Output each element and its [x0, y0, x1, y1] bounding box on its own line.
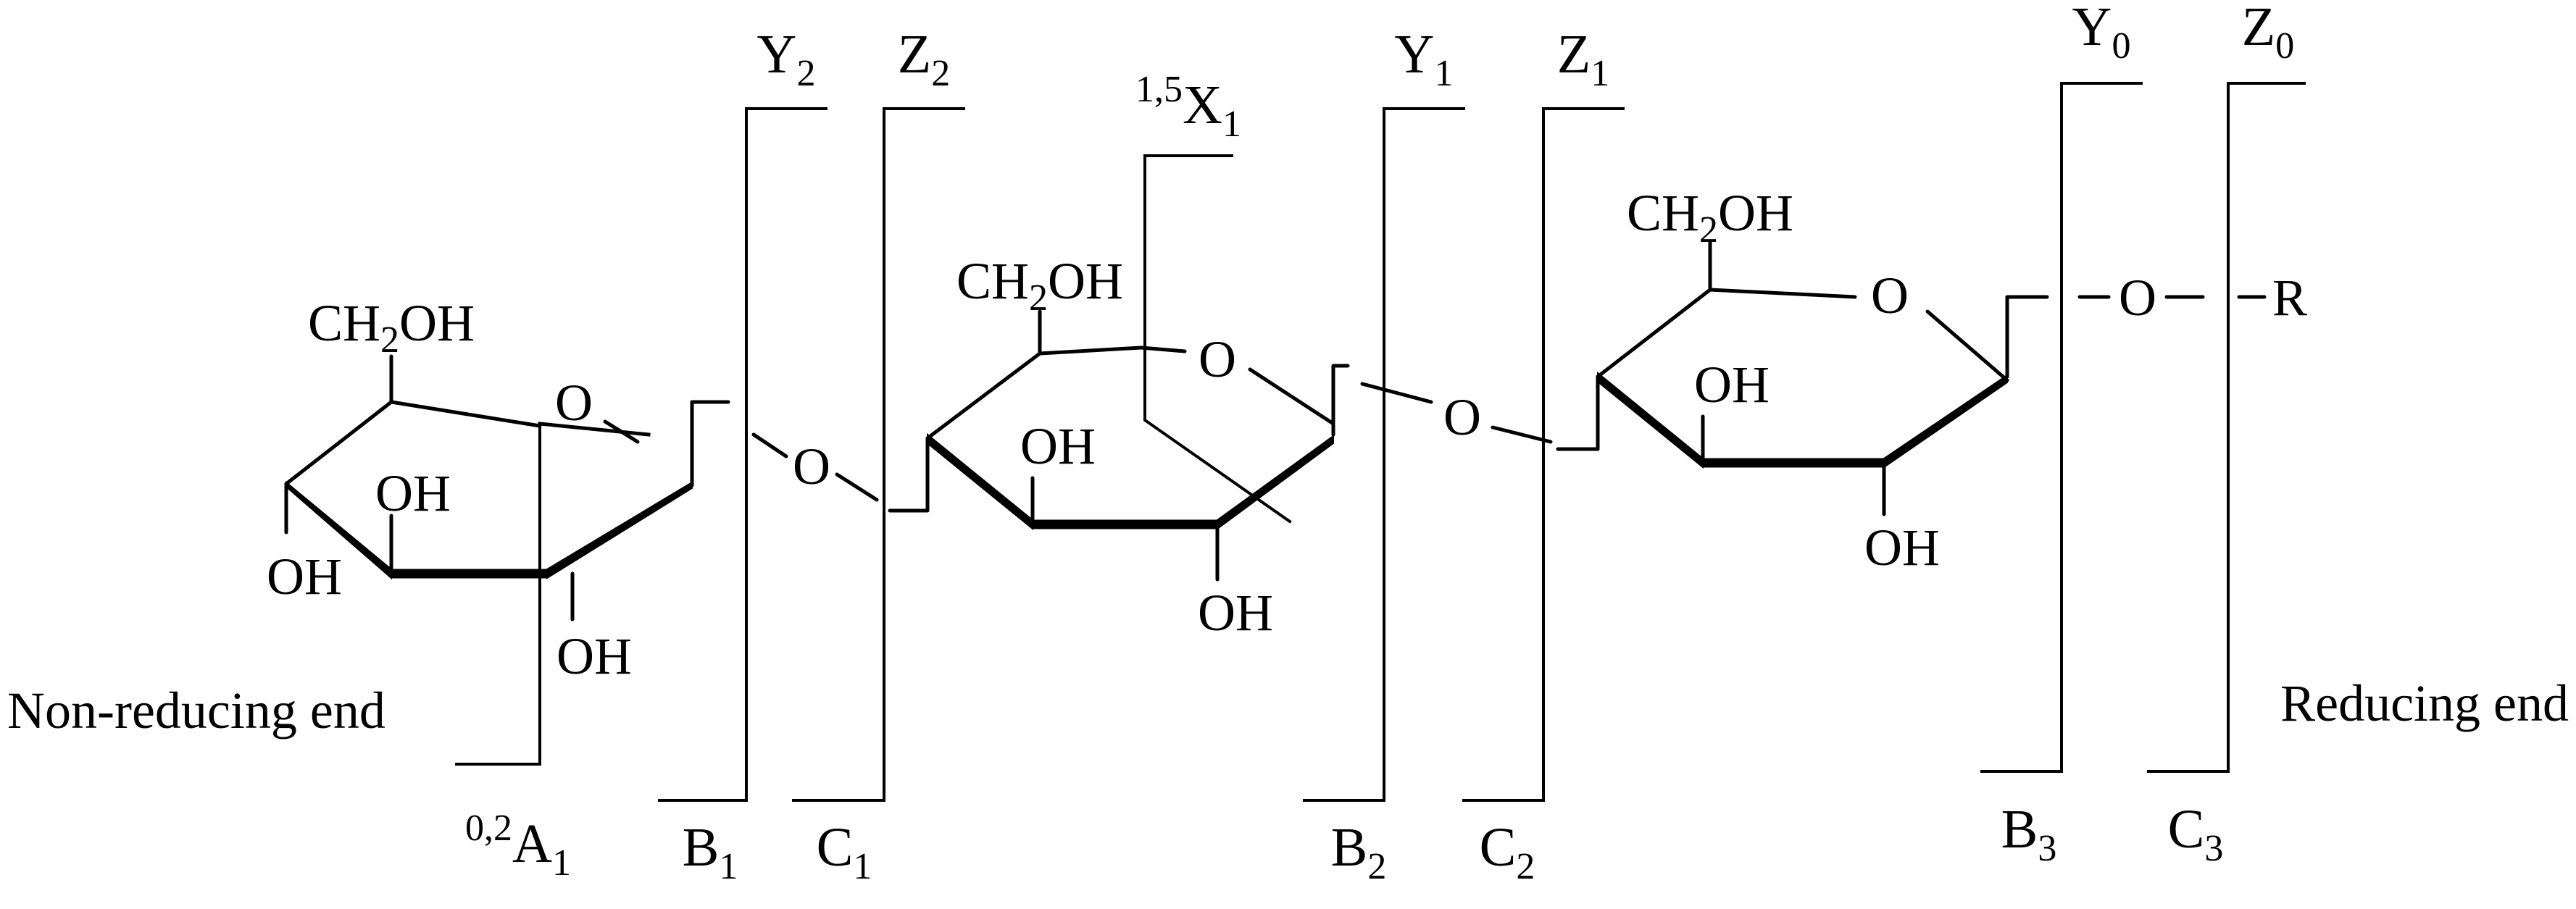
ring2-c2-hydroxyl: OH [1198, 584, 1273, 642]
ring1-ch2oh-label: CH2OH [308, 294, 475, 361]
fragment-label-z0: Z0 [2242, 0, 2294, 67]
fragment-label-z1: Z1 [1557, 24, 1609, 94]
ring1-c4-hydroxyl: OH [267, 548, 342, 606]
link1-bond-left [751, 432, 788, 458]
ring3-c1-bond [2005, 295, 2049, 379]
link2-oxygen: O [1443, 388, 1481, 446]
fragment-label-b3: B3 [2001, 799, 2057, 869]
ring3-c3-hydroxyl: OH [1694, 356, 1770, 414]
fragment-label-y0: Y0 [2072, 0, 2131, 67]
ring3-oxygen: O [1871, 267, 1909, 324]
bracket-x1 [1143, 154, 1292, 524]
ring2-c4-link-bond [888, 436, 930, 513]
fragment-label-b1: B1 [683, 817, 738, 887]
fragment-brackets [455, 82, 2306, 802]
fragment-label-c1: C1 [817, 817, 872, 887]
fragment-label-x1: 1,5X1 [1135, 69, 1241, 145]
ring3-c4-link-bond [1556, 374, 1600, 451]
link1-oxygen: O [793, 437, 830, 495]
bracket-y0-b3 [1980, 82, 2143, 773]
bracket-z2-c1 [792, 107, 965, 802]
ring2-oxygen: O [1199, 330, 1236, 388]
reducing-end-label: Reducing end [2280, 674, 2569, 732]
ring3-wedge-c2c1 [1883, 374, 2008, 469]
ring2-c1-bond [1331, 364, 1350, 437]
ring2-wedge-c4c3 [927, 432, 1033, 531]
bracket-z1-c2 [1462, 107, 1625, 802]
ring-3 [1556, 240, 2267, 516]
fragment-label-c2: C2 [1480, 817, 1535, 887]
bracket-y1-b2 [1303, 107, 1465, 802]
r-group-label: R [2272, 269, 2307, 327]
ring1-wedge-c2c1 [546, 481, 693, 579]
ring3-c2-hydroxyl: OH [1864, 519, 1940, 577]
ring2-c5-o-bond [1139, 345, 1187, 353]
ring1-c2-hydroxyl: OH [557, 627, 632, 685]
ring1-oxygen: O [555, 374, 593, 432]
link1-bond-right [835, 472, 879, 502]
ring2-c3-hydroxyl: OH [1020, 417, 1096, 475]
fragment-label-z2: Z2 [898, 24, 950, 94]
fragment-label-a1: 0,2A1 [465, 808, 571, 884]
ring3-wedge-c4c3 [1597, 371, 1704, 469]
bracket-y2-b1 [658, 107, 828, 802]
ring2-o-c1-bond [1248, 367, 1335, 426]
link2-bond-left [1360, 382, 1433, 404]
fragment-label-b2: B2 [1331, 817, 1387, 887]
bracket-a1 [455, 424, 541, 766]
fragment-label-y1: Y1 [1395, 24, 1454, 94]
ring3-o-c1-bond [1925, 309, 2009, 382]
cleavage-line-a1-top [538, 422, 651, 437]
ring-1 [284, 354, 879, 621]
fragment-label-c3: C3 [2168, 799, 2224, 869]
ring3-ch2oh-label: CH2OH [1627, 184, 1793, 251]
ring1-c3-hydroxyl: OH [375, 464, 451, 522]
link3-oxygen: O [2119, 269, 2156, 327]
link2-bond-right [1491, 425, 1553, 444]
bracket-z0-c3 [2147, 82, 2306, 773]
ring1-c1-bond [690, 400, 730, 487]
ring2-ch2oh-label: CH2OH [956, 252, 1123, 319]
ring-2 [888, 309, 1553, 582]
fragment-label-y2: Y2 [757, 24, 816, 94]
non-reducing-end-label: Non-reducing end [7, 682, 385, 740]
